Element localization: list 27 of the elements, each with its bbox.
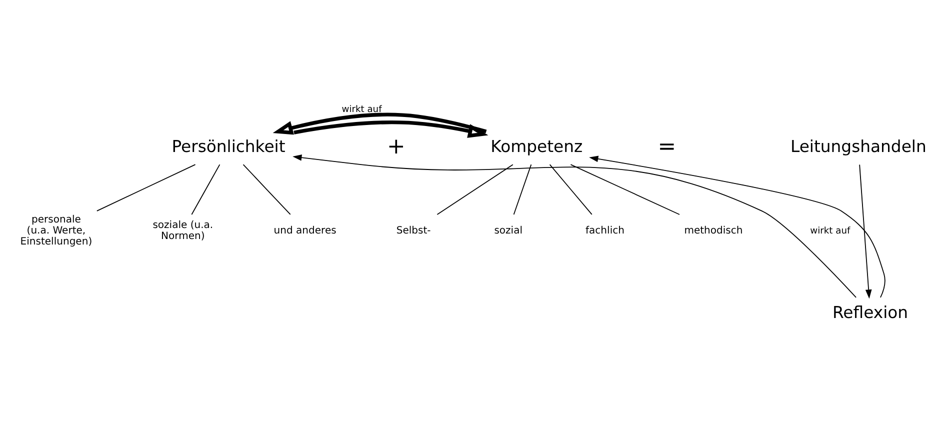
node-text: personale (u.a. Werte, Einstellungen) (20, 214, 92, 248)
edge-label: wirkt auf (810, 226, 850, 236)
node-text: Leitungshandeln (790, 137, 926, 156)
arrow (589, 156, 886, 298)
connector (191, 164, 220, 215)
label: + (387, 134, 406, 160)
connector (436, 164, 514, 215)
connector (242, 164, 291, 215)
node-text: fachlich (586, 226, 624, 237)
node-text: Kompetenz (490, 137, 583, 156)
node-text: und anderes (274, 226, 336, 237)
label: = (658, 134, 676, 160)
node-text: Selbst- (396, 226, 431, 237)
arrow (859, 164, 872, 299)
connector (570, 164, 680, 215)
node-text: Persönlichkeit (172, 137, 286, 156)
node-text: Reflexion (832, 302, 908, 322)
connector (549, 164, 592, 215)
node-text: soziale (u.a. Normen) (152, 220, 214, 242)
connector (513, 164, 532, 215)
arrow (272, 112, 487, 135)
arrow (294, 120, 488, 138)
connector (96, 164, 196, 212)
node-text: methodisch (684, 226, 743, 237)
node-text: sozial (494, 226, 523, 237)
edge-label: wirkt auf (342, 104, 382, 115)
arrow (292, 154, 856, 298)
